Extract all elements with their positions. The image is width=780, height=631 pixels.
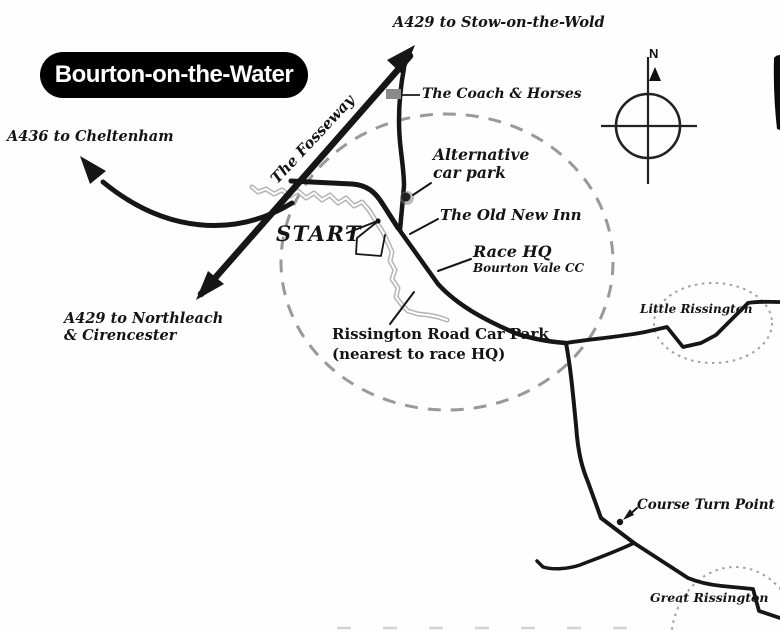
course-turn-dot	[616, 518, 624, 526]
north-arrow-icon	[649, 67, 661, 81]
map-markers	[375, 89, 624, 526]
label-a429-northleach-line2: & Cirencester	[64, 327, 177, 344]
label-pointers	[346, 182, 638, 520]
rissington-cp-pointer	[389, 291, 415, 325]
label-great-rissington: Great Rissington	[650, 590, 769, 605]
label-a429-northleach-line1: A429 to Northleach	[64, 310, 224, 327]
race-hq-pointer	[437, 258, 472, 272]
road-south	[564, 341, 636, 545]
car-park-marker-icon	[401, 192, 411, 202]
label-rissington-cp-line1: Rissington Road Car Park	[332, 325, 549, 343]
start-point-dot	[375, 218, 381, 224]
label-old-new-inn: The Old New Inn	[440, 206, 582, 224]
map-title-box: Bourton-on-the-Water	[40, 52, 308, 98]
start-pointer	[346, 221, 376, 234]
little-rissington-dotted-ellipse	[653, 282, 773, 364]
road-little-rissington	[564, 299, 780, 349]
alt-car-park-pointer	[412, 182, 432, 196]
compass-rose-icon	[601, 57, 697, 184]
road-village	[288, 178, 401, 231]
label-rissington-cp-line2: (nearest to race HQ)	[332, 344, 506, 363]
old-new-inn-pointer	[409, 218, 439, 235]
road-village-loop	[355, 221, 386, 257]
label-rissington-road-car-park: Rissington Road Car Park (nearest to rac…	[332, 325, 549, 364]
label-alternative-car-park-line1: Alternative	[433, 145, 530, 164]
label-a436-cheltenham: A436 to Cheltenham	[7, 128, 174, 145]
road-great-rissington	[632, 541, 780, 620]
label-race-hq: Race HQ	[473, 242, 552, 261]
label-start: START	[276, 221, 363, 246]
map-title: Bourton-on-the-Water	[54, 61, 294, 88]
compass-north-label: N	[649, 46, 659, 61]
arrowhead-to-stow	[387, 45, 415, 75]
label-a429-northleach: A429 to Northleach & Cirencester	[64, 310, 223, 344]
road-southwest-branch	[535, 541, 636, 571]
label-alternative-car-park: Alternative car park	[433, 146, 529, 181]
label-race-hq-sub: Bourton Vale CC	[473, 261, 585, 275]
right-edge-clipped-box	[773, 55, 780, 130]
pub-marker-icon	[386, 89, 401, 99]
arrow-curve-cheltenham	[100, 179, 295, 228]
label-little-rissington: Little Rissington	[640, 302, 753, 316]
label-course-turn-point: Course Turn Point	[637, 497, 775, 513]
course-turn-pointer-arrowhead	[623, 509, 634, 520]
label-a429-stow: A429 to Stow-on-the-Wold	[393, 14, 605, 31]
village-boundary-dashed-circle	[279, 112, 615, 412]
road-rissington	[395, 225, 569, 346]
road-fosseway	[197, 52, 414, 298]
label-coach-and-horses: The Coach & Horses	[422, 86, 582, 102]
arrowhead-to-cheltenham	[80, 156, 106, 184]
route-arrows	[80, 45, 415, 300]
label-alternative-car-park-line2: car park	[433, 162, 506, 182]
arrowhead-to-northleach	[196, 271, 224, 300]
